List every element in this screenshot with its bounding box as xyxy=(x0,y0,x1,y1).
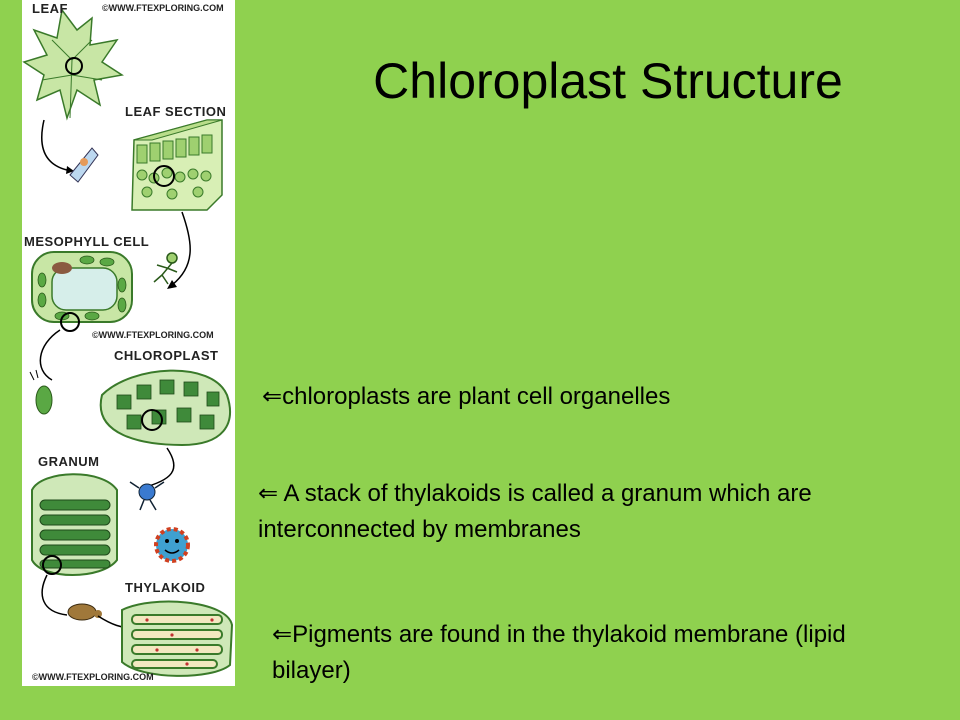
chloroplast-drawing xyxy=(99,369,231,447)
left-arrow-icon: ⇐ xyxy=(258,479,279,507)
bullet-point: ⇐ A stack of thylakoids is called a gran… xyxy=(258,475,898,548)
copyright-text: ©WWW.FTEXPLORING.COM xyxy=(102,3,224,13)
chloroplast-zoom-illustration xyxy=(22,8,234,677)
mesophyll-cell-drawing xyxy=(31,251,133,332)
sun-creature-drawing xyxy=(154,527,190,563)
left-arrow-icon: ⇐ xyxy=(262,382,283,410)
copyright-text: ©WWW.FTEXPLORING.COM xyxy=(32,672,154,682)
bullet-text: chloroplasts are plant cell organelles xyxy=(282,383,671,410)
granum-drawing xyxy=(31,473,118,576)
bullet-point: ⇐Pigments are found in the thylakoid mem… xyxy=(272,616,872,689)
chloroplast-label: CHLOROPLAST xyxy=(114,348,219,363)
leaf-label: LEAF xyxy=(32,1,68,16)
bullet-point: ⇐chloroplasts are plant cell organelles xyxy=(262,378,882,415)
leaf-drawing xyxy=(22,8,124,121)
bullet-text: A stack of thylakoids is called a granum… xyxy=(258,480,812,543)
leaf-section-label: LEAF SECTION xyxy=(125,104,227,119)
thylakoid-drawing xyxy=(121,600,234,677)
slide-title: Chloroplast Structure xyxy=(373,53,843,109)
illustration-panel: LEAF ©WWW.FTEXPLORING.COM LEAF SECTION M… xyxy=(22,0,235,686)
leaf-section-drawing xyxy=(131,119,223,211)
copyright-text: ©WWW.FTEXPLORING.COM xyxy=(92,330,214,340)
thylakoid-label: THYLAKOID xyxy=(125,580,206,595)
bullet-text: Pigments are found in the thylakoid memb… xyxy=(272,621,846,684)
granum-label: GRANUM xyxy=(38,454,100,469)
left-arrow-icon: ⇐ xyxy=(272,620,293,648)
blue-creature-drawing xyxy=(129,481,165,511)
mesophyll-cell-label: MESOPHYLL CELL xyxy=(24,234,150,249)
